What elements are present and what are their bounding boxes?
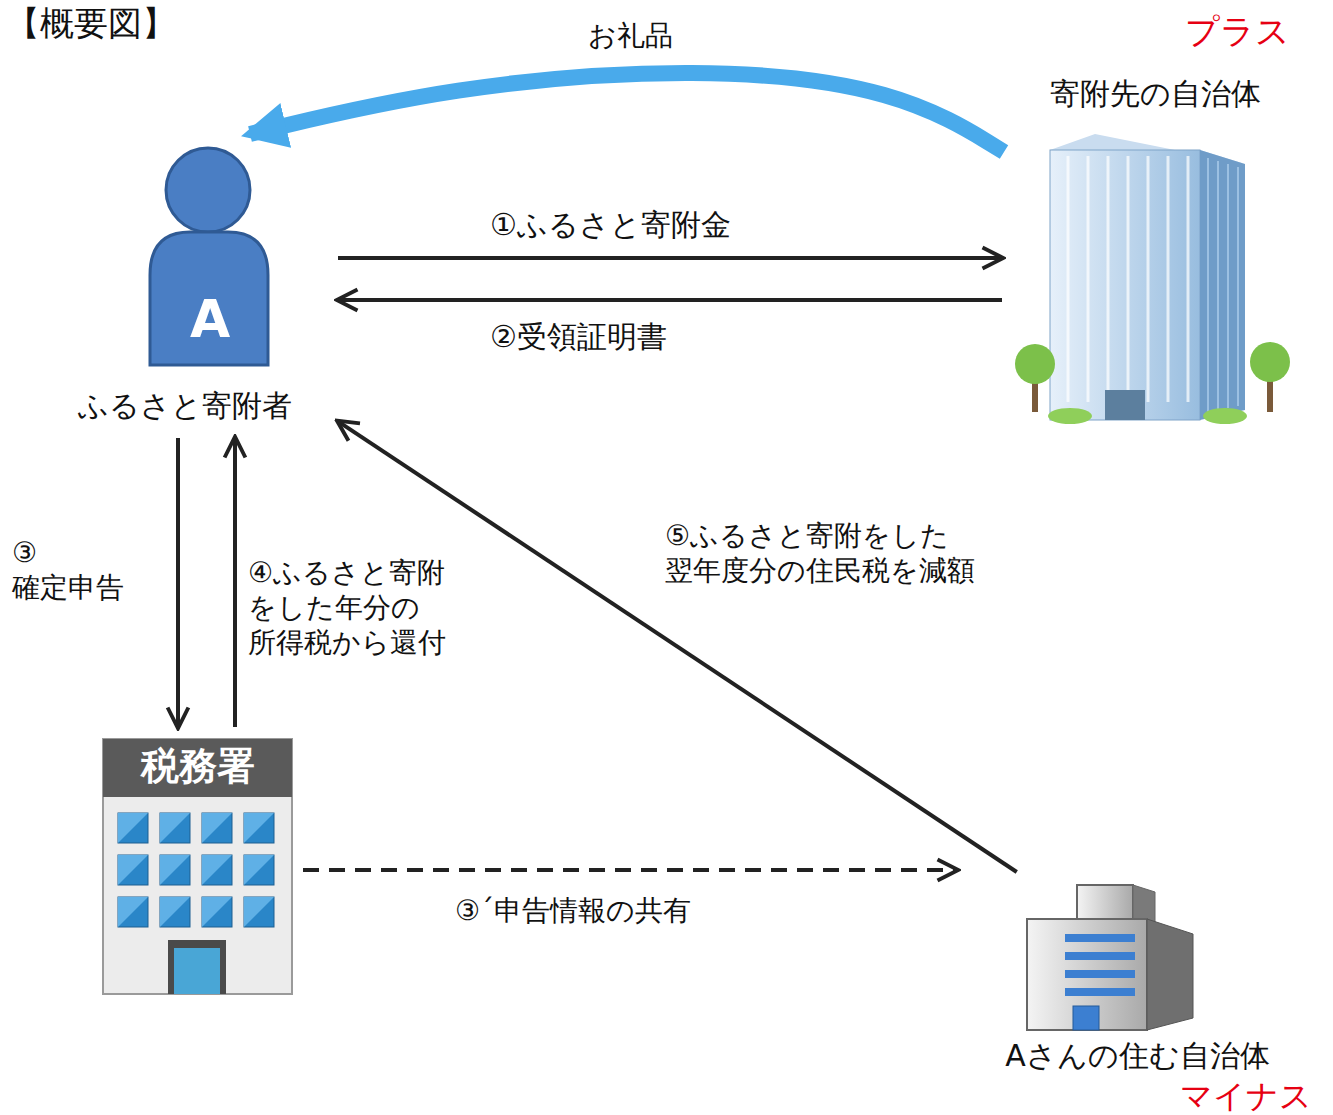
- building-icon-drawing-part: [1250, 342, 1290, 382]
- tax-office-icon-drawing-part: [168, 940, 226, 994]
- edge-label: ⑤ふるさと寄附をした 翌年度分の住民税を減額: [665, 518, 1085, 588]
- building-icon-drawing-part: [1187, 156, 1190, 402]
- tax-office-icon-drawing-part: [202, 813, 232, 843]
- plus-label: プラス: [1185, 10, 1290, 53]
- tax-office-icon-drawing-part: [118, 897, 148, 927]
- tax-office-icon-drawing-part: [202, 897, 232, 927]
- edge-label: ④ふるさと寄附 をした年分の 所得税から還付: [248, 555, 508, 660]
- edge-label: ②受領証明書: [490, 318, 667, 356]
- tax-office-icon-drawing-part: [244, 855, 274, 885]
- edge-label: ①ふるさと寄附金: [490, 206, 731, 244]
- edge-label: お礼品: [588, 18, 673, 53]
- building-icon-drawing-part: [1065, 970, 1135, 978]
- building-sign: 税務署: [100, 744, 295, 790]
- building-icon-drawing-part: [1147, 156, 1150, 402]
- node-label: 寄附先の自治体: [1010, 76, 1300, 112]
- edge-label: ③´申告情報の共有: [455, 893, 691, 928]
- gift-arrow: [250, 73, 1004, 152]
- building-icon-drawing-part: [1127, 156, 1130, 402]
- building-icon: 寄附先の自治体: [1010, 72, 1300, 437]
- tax-office-icon-drawing-part: [244, 897, 274, 927]
- building-icon-drawing-part: [1200, 150, 1245, 420]
- person-icon-drawing-part: [166, 148, 250, 232]
- tax-office-icon-drawing-part: [160, 897, 190, 927]
- building-icon-drawing-part: [1227, 164, 1229, 408]
- building-icon-drawing-part: [1207, 158, 1209, 412]
- building-icon-drawing-part: [1147, 919, 1193, 1030]
- tax-office-icon: 税務署: [100, 735, 295, 1000]
- tax-office-icon-drawing-part: [160, 813, 190, 843]
- building-icon-drawing-part: [1065, 988, 1135, 996]
- building-icon-drawing: [1010, 72, 1300, 437]
- node-label: ふるさと寄附者: [40, 388, 330, 424]
- building-icon-drawing-part: [1015, 344, 1055, 384]
- building-icon-drawing-part: [1048, 408, 1092, 424]
- tax-office-icon-drawing-part: [160, 855, 190, 885]
- building-icon-drawing-part: [1217, 161, 1219, 410]
- person-icon: A ふるさと寄附者: [40, 140, 330, 430]
- building-icon-drawing-part: [1077, 885, 1133, 919]
- tax-office-icon-drawing-part: [202, 855, 232, 885]
- tax-office-icon-drawing-part: [244, 813, 274, 843]
- tax-office-icon-drawing-part: [244, 897, 274, 927]
- building-icon-drawing-part: [1167, 156, 1170, 402]
- building-icon-drawing-part: [1087, 156, 1090, 402]
- tax-office-icon-drawing-part: [118, 813, 148, 843]
- building-icon-drawing-part: [1133, 885, 1155, 922]
- tax-office-icon-drawing-part: [174, 948, 220, 994]
- person-letter: A: [170, 288, 250, 350]
- building-icon-drawing-part: [1027, 919, 1147, 1030]
- diagram-title: 【概要図】: [6, 2, 176, 45]
- building-icon-drawing-part: [1073, 1006, 1099, 1030]
- flow-arrow: [338, 256, 1002, 260]
- building-icon-drawing-part: [1203, 408, 1247, 424]
- dashed-arrow: [303, 868, 957, 872]
- flow-arrow: [338, 298, 1002, 302]
- building-icon-drawing-part: [1105, 390, 1145, 420]
- tax-office-icon-drawing-part: [160, 855, 190, 885]
- building-icon-drawing-part: [1050, 150, 1200, 420]
- person-icon-drawing-part: [150, 232, 268, 365]
- tax-office-icon-drawing-part: [160, 813, 190, 843]
- building-icon: Aさんの住む自治体: [965, 880, 1310, 1080]
- tax-office-icon-drawing-part: [244, 813, 274, 843]
- tax-office-icon-drawing-part: [202, 855, 232, 885]
- tax-office-icon-drawing-part: [202, 897, 232, 927]
- building-icon-drawing-part: [1067, 156, 1070, 402]
- tax-office-icon-drawing-part: [118, 855, 148, 885]
- tax-office-icon-drawing-part: [118, 813, 148, 843]
- person-icon-drawing: [40, 140, 330, 430]
- building-icon-drawing-part: [1237, 167, 1239, 406]
- building-icon-drawing-part: [1065, 934, 1135, 942]
- tax-office-icon-drawing-part: [118, 855, 148, 885]
- flow-arrow: [233, 438, 237, 727]
- node-label: Aさんの住む自治体: [965, 1038, 1310, 1074]
- edge-label: ③ 確定申告: [12, 535, 132, 605]
- tax-office-icon-drawing-part: [160, 897, 190, 927]
- tax-office-icon-drawing-part: [244, 855, 274, 885]
- minus-label: マイナス: [1180, 1076, 1312, 1115]
- tax-office-icon-drawing-part: [118, 897, 148, 927]
- building-icon-drawing-part: [1107, 156, 1110, 402]
- flow-arrow: [176, 438, 180, 727]
- tax-office-icon-drawing-part: [202, 813, 232, 843]
- building-icon-drawing-part: [1065, 952, 1135, 960]
